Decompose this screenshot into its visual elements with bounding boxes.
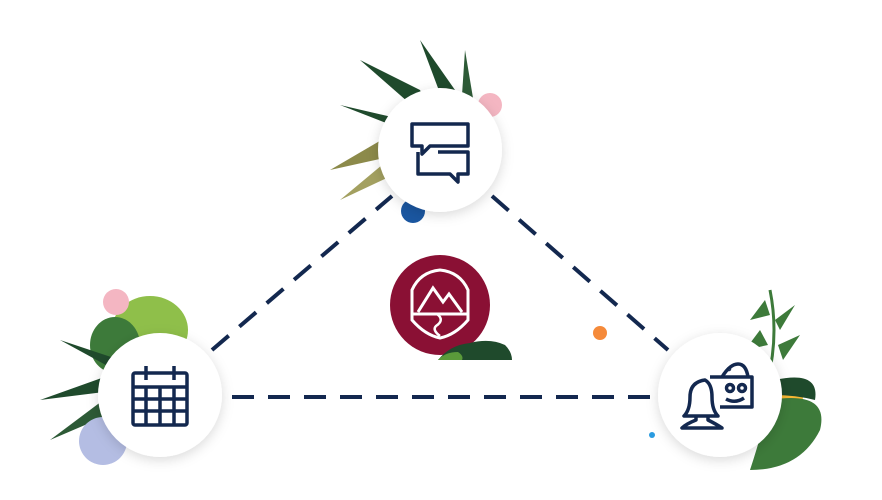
chat-node (378, 88, 502, 212)
connector-left-top (210, 194, 394, 352)
person-robot-node (658, 333, 782, 457)
dashed-connector-lines (210, 194, 670, 399)
calendar-icon (131, 366, 189, 427)
person-with-robot-icon (680, 362, 754, 430)
chat-bubbles-icon (410, 122, 470, 184)
right-foliage (593, 289, 822, 470)
trailhead-logo (390, 255, 512, 360)
connector-top-right (490, 194, 670, 352)
calendar-node (98, 333, 222, 457)
